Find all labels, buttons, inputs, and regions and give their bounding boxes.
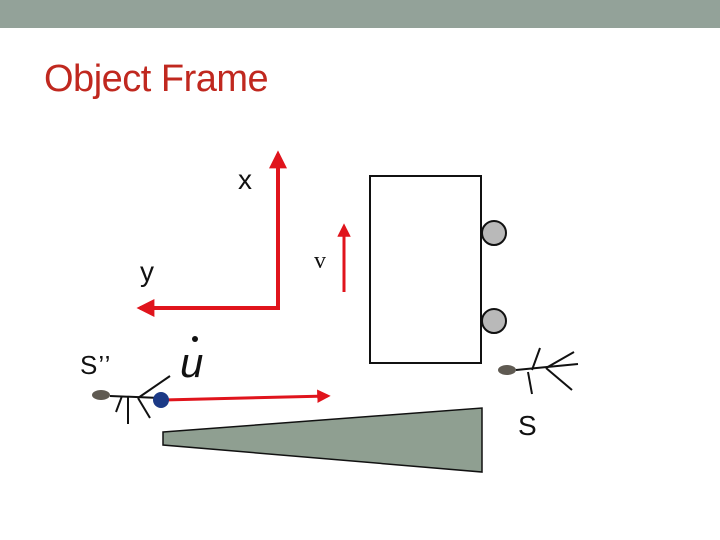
s-label: S <box>518 410 537 441</box>
top-bar <box>0 0 720 28</box>
u-arrow <box>162 389 331 404</box>
u-dot-mark <box>192 336 198 342</box>
y-axis-label: y <box>140 256 154 287</box>
object-rectangle <box>369 175 482 364</box>
blue-contact-dot <box>153 392 169 408</box>
slide-title: Object Frame <box>44 58 269 100</box>
wedge-shape <box>162 407 483 473</box>
u-dot-label: u <box>180 334 220 390</box>
robot-figure-left <box>92 375 171 424</box>
s-double-prime-label: S’’ <box>80 350 112 380</box>
u-label-text: u <box>180 339 204 386</box>
x-axis-label: x <box>238 164 252 195</box>
contact-circle-bottom <box>481 308 507 334</box>
v-label: v <box>314 248 326 274</box>
contact-circle-top <box>481 220 507 246</box>
robot-figure-right <box>498 347 579 395</box>
